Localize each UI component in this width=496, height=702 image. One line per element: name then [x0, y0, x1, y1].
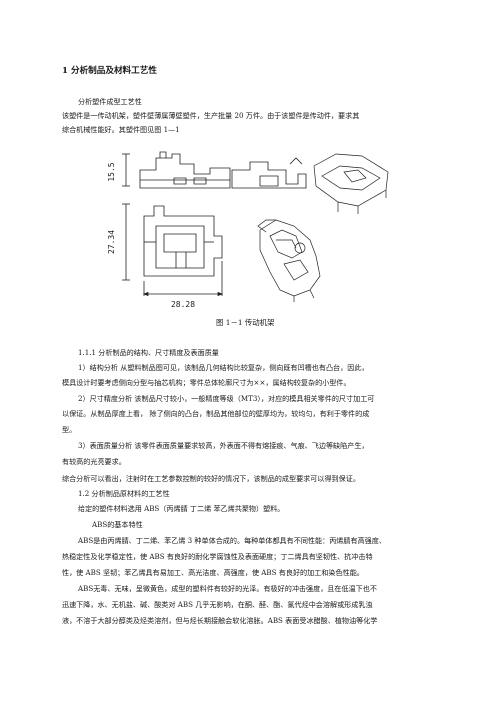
paragraph-line: 以保证。从制品厚度上看， 除了侧向的凸台，制品其他部位的壁厚均为，较均匀，有利于…	[62, 409, 370, 418]
section-heading: 1 分析制品及材料工艺性	[62, 66, 157, 76]
intro-title: 分析塑件成型工艺性	[78, 97, 142, 106]
paragraph-line: 有较高的光亮要求。	[62, 457, 126, 466]
paragraph-line: 型。	[62, 425, 77, 434]
paragraph-line: 性，使 ABS 坚韧；苯乙烯具有易加工、高光洁度、高强度，使 ABS 有良好的加…	[62, 568, 364, 577]
dim-label-front-height: 27.34	[107, 230, 116, 254]
figure-caption: 图 1－1 传动机架	[216, 318, 275, 327]
paragraph-line: 2）尺寸精度分析 该制品尺寸较小，一般精度等级（MT3），对应的模具相关零件的尺…	[78, 394, 375, 403]
dim-label-width: 28.28	[171, 300, 195, 309]
paragraph-line: 给定的塑件材料选用 ABS（丙烯腈 丁二烯 苯乙烯共聚物）塑料。	[78, 504, 285, 513]
isometric-view-drawing	[257, 153, 389, 302]
dim-label-top: 15.5	[107, 162, 116, 181]
subsection-title: 1.1.1 分析制品的结构、尺寸精度及表面质量	[78, 348, 219, 357]
paragraph-line: 综合分析可以看出，注射时在工艺参数控制的较好的情况下，该制品的成型要求可以得到保…	[62, 474, 360, 483]
paragraph-line: 液，不溶于大部分醇类及烃类溶剂，但与烃长期接触会软化溶胀。ABS 表面受冰醋酸、…	[62, 616, 378, 625]
paragraph-line: 模具设计时要考虑侧向分型与抽芯机构；零件总体轮廓尺寸为××，属结构较复杂的小型件…	[62, 378, 351, 387]
subsection-title: 1.2 分析制品原材料的工艺性	[78, 489, 170, 498]
paragraph-line: ABS是由丙烯腈、丁二烯、苯乙烯 3 种单体合成的。每种单体都具有不同性能：丙烯…	[78, 536, 386, 545]
abs-title: ABS的基本特性	[92, 520, 143, 529]
paragraph-line: 综合机械性能好。其塑件图见图 1—1	[62, 125, 180, 134]
paragraph-line: 迅速下降，水、无机盐、碱、酸类对 ABS 几乎无影响，在酮、醛、酯、氯代烃中会溶…	[62, 600, 373, 609]
front-view-drawing	[122, 203, 224, 297]
paragraph-line: 热稳定性及化学稳定性，使 ABS 有良好的耐化学腐蚀性及表面硬度；丁二烯具有坚韧…	[62, 552, 373, 561]
paragraph-line: 3）表面质量分析 该零件表面质量要求较高，外表面不得有熔接痕、气痕、飞边等缺陷产…	[78, 441, 369, 450]
figure-drawing: 15.5 27.34 28.28	[107, 151, 389, 309]
paragraph-line: 该塑件是一传动机架，塑件壁薄属薄壁塑件，生产批量 20 万件。由于该塑件是传动件…	[62, 111, 360, 120]
paragraph-line: 1）结构分析 从塑料制品图可见，该制品几何结构比较复杂，侧向既有凹槽也有凸台，因…	[78, 363, 369, 372]
paragraph-line: ABS无毒、无味，呈微黄色，成型的塑料件有较好的光泽。有极好的冲击强度，且在低温…	[78, 584, 377, 593]
top-view-drawing	[122, 151, 307, 189]
